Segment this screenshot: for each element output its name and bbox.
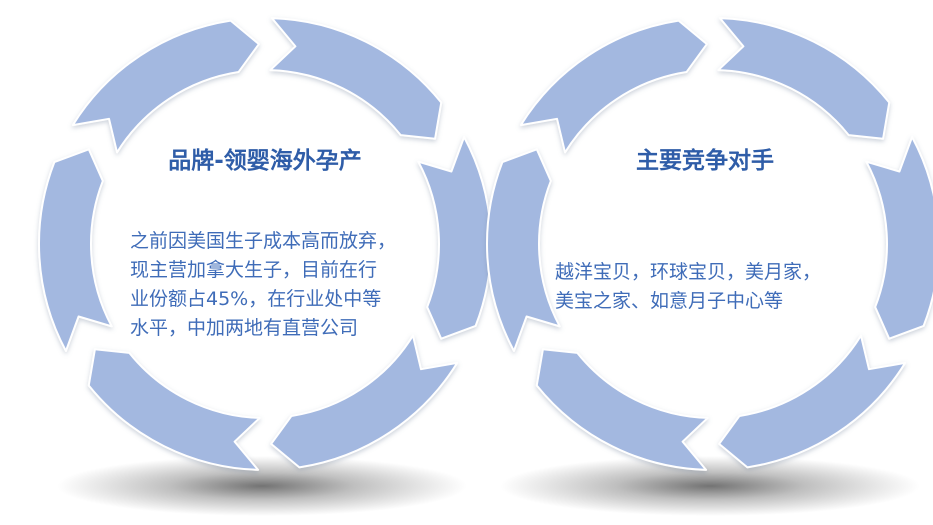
cycle-arrow-segment: [38, 148, 113, 352]
left-text-line: 水平，中加两地有直营公司: [130, 317, 359, 339]
left-panel-title: 品牌-领婴海外孕产: [168, 148, 362, 174]
cycle-arrow-segment: [718, 334, 907, 469]
cycle-arrow-segment: [865, 136, 933, 340]
right-panel-title: 主要竞争对手: [636, 148, 774, 174]
left-text-line: 之前因美国生子成本高而放弃，: [130, 230, 397, 252]
right-text-line: 越洋宝贝，环球宝贝，美月家，: [555, 261, 822, 283]
cycle-arrow-segment: [717, 17, 891, 140]
right-ring-shadow: [500, 456, 920, 516]
right-cycle-ring: [486, 17, 933, 471]
cycle-arrow-segment: [269, 17, 443, 140]
left-ring-shadow: [57, 456, 467, 516]
left-text-line: 业份额占45%，在行业处中等: [130, 288, 382, 310]
cycle-arrow-segment: [417, 136, 492, 340]
right-text-line: 美宝之家、如意月子中心等: [555, 290, 784, 312]
cycle-arrow-segment: [486, 148, 561, 352]
left-text-line: 现主营加拿大生子，目前在行: [130, 259, 378, 281]
cycle-arrow-segment: [519, 19, 708, 154]
left-cycle-ring: [38, 17, 492, 471]
cycle-arrow-segment: [87, 348, 261, 471]
left-panel-text: 之前因美国生子成本高而放弃， 现主营加拿大生子，目前在行 业份额占45%，在行业…: [130, 227, 460, 343]
cycle-arrow-segment: [270, 334, 459, 469]
cycle-arrow-segment: [535, 348, 709, 471]
right-panel-text: 越洋宝贝，环球宝贝，美月家， 美宝之家、如意月子中心等: [555, 258, 885, 316]
cycle-arrow-segment: [71, 19, 260, 154]
